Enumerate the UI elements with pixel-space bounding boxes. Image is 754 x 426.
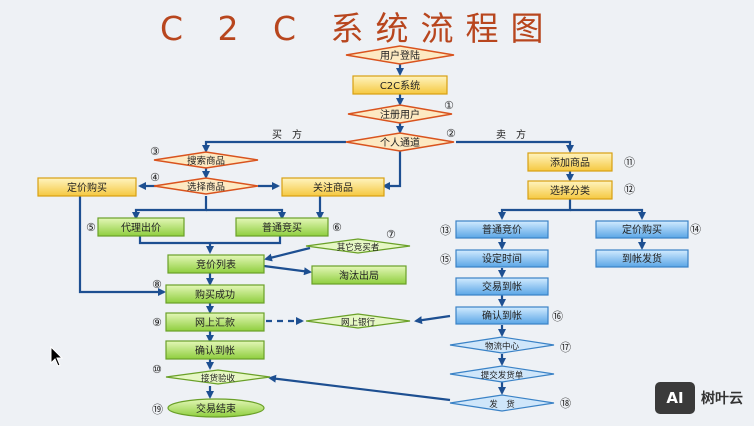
- step-19: ⑲: [152, 403, 163, 416]
- step-5: ⑤: [86, 221, 96, 234]
- node-add-goods: 添加商品: [527, 152, 613, 172]
- node-select-category: 选择分类: [527, 180, 613, 200]
- svg-text:淘汰出局: 淘汰出局: [339, 269, 379, 282]
- step-1: ①: [444, 99, 454, 112]
- node-normal-bid-left: 普通竞买: [235, 217, 329, 237]
- svg-text:定价购买: 定价购买: [622, 223, 662, 236]
- svg-text:其它竞买者: 其它竞买者: [337, 242, 380, 253]
- node-online-remit: 网上汇款: [165, 312, 265, 332]
- node-c2c-system: C2C系统: [352, 75, 448, 95]
- node-set-time: 设定时间: [455, 249, 549, 268]
- node-ship-on-receipt: 到帐发货: [595, 249, 689, 268]
- svg-text:代理出价: 代理出价: [121, 221, 161, 234]
- step-11: ⑪: [624, 156, 635, 169]
- node-fixed-price-buy-right: 定价购买: [595, 220, 689, 239]
- svg-text:关注商品: 关注商品: [313, 181, 353, 194]
- node-register: 注册用户: [347, 104, 453, 124]
- svg-text:C2C系统: C2C系统: [380, 79, 420, 92]
- svg-text:物流中心: 物流中心: [485, 341, 520, 352]
- seller-label: 卖 方: [496, 128, 526, 141]
- step-numbers: ① ② ③ ④ ⑤ ⑥ ⑦ ⑧ ⑨ ⑩ ⑪ ⑫ ⑬ ⑭ ⑮ ⑯ ⑰ ⑱ ⑲: [86, 99, 701, 416]
- svg-text:交易结束: 交易结束: [196, 402, 236, 415]
- svg-text:提交发货单: 提交发货单: [481, 370, 524, 381]
- svg-text:竞价列表: 竞价列表: [196, 258, 236, 271]
- step-8: ⑧: [152, 278, 162, 291]
- connectors: [78, 64, 646, 402]
- node-confirm-receipt-right: 确认到帐: [455, 306, 549, 325]
- svg-text:确认到帐: 确认到帐: [482, 309, 522, 322]
- svg-text:网上汇款: 网上汇款: [195, 316, 235, 329]
- node-normal-bid-right: 普通竞价: [455, 220, 549, 239]
- step-16: ⑯: [552, 310, 563, 323]
- node-search-goods: 搜索商品: [153, 151, 259, 169]
- node-select-goods: 选择商品: [153, 177, 259, 195]
- step-2: ②: [446, 127, 456, 140]
- step-13: ⑬: [440, 224, 451, 237]
- svg-text:接货验收: 接货验收: [201, 373, 236, 384]
- node-eliminated: 淘汰出局: [311, 265, 407, 285]
- node-confirm-receipt-left: 确认到帐: [165, 340, 265, 360]
- step-14: ⑭: [690, 223, 701, 236]
- svg-text:确认到帐: 确认到帐: [195, 344, 235, 357]
- diagram-title: C 2 C 系统流程图: [160, 9, 556, 48]
- step-18: ⑱: [560, 397, 571, 410]
- svg-text:注册用户: 注册用户: [380, 108, 420, 121]
- node-receive-inspect: 接货验收: [165, 369, 271, 385]
- node-online-bank: 网上银行: [305, 313, 411, 329]
- node-submit-shipping: 提交发货单: [449, 365, 555, 383]
- mouse-cursor-icon: [50, 346, 64, 367]
- svg-text:普通竞价: 普通竞价: [482, 223, 522, 236]
- step-6: ⑥: [332, 221, 342, 234]
- node-trade-to-account: 交易到帐: [455, 277, 549, 296]
- svg-text:搜索商品: 搜索商品: [187, 155, 225, 167]
- step-9: ⑨: [152, 316, 162, 329]
- node-logistics-center: 物流中心: [449, 336, 555, 354]
- step-4: ④: [150, 171, 160, 184]
- svg-text:网上银行: 网上银行: [341, 317, 376, 328]
- svg-text:用户登陆: 用户登陆: [380, 49, 420, 62]
- svg-text:普通竞买: 普通竞买: [262, 221, 302, 234]
- node-proxy-bid: 代理出价: [97, 217, 185, 237]
- watermark-text: 树叶云: [701, 391, 743, 407]
- step-3: ③: [150, 145, 160, 158]
- node-fixed-price-buy-left: 定价购买: [37, 177, 137, 197]
- svg-text:选择分类: 选择分类: [550, 184, 590, 197]
- svg-text:到帐发货: 到帐发货: [622, 252, 662, 265]
- node-follow-goods: 关注商品: [281, 177, 385, 197]
- node-ship: 发 货: [449, 394, 555, 412]
- step-7: ⑦: [386, 228, 396, 241]
- watermark-logo-icon: AI: [655, 382, 695, 414]
- svg-text:定价购买: 定价购买: [67, 181, 107, 194]
- svg-text:选择商品: 选择商品: [187, 181, 225, 193]
- step-12: ⑫: [624, 183, 635, 196]
- svg-text:购买成功: 购买成功: [195, 288, 235, 301]
- svg-text:添加商品: 添加商品: [550, 156, 590, 169]
- node-bid-list: 竞价列表: [167, 254, 265, 274]
- buyer-label: 买 方: [272, 128, 302, 141]
- watermark: AI 树叶云: [655, 382, 743, 414]
- step-15: ⑮: [440, 253, 451, 266]
- step-10: ⑩: [152, 363, 162, 376]
- step-17: ⑰: [560, 341, 571, 354]
- node-purchase-success: 购买成功: [165, 284, 265, 304]
- svg-text:交易到帐: 交易到帐: [482, 280, 522, 293]
- node-other-bidders: 其它竞买者: [305, 238, 411, 254]
- svg-text:个人通道: 个人通道: [380, 136, 420, 149]
- svg-text:发 货: 发 货: [489, 399, 515, 410]
- node-trade-end: 交易结束: [167, 398, 265, 418]
- svg-text:设定时间: 设定时间: [482, 252, 522, 265]
- node-personal-channel: 个人通道: [345, 132, 455, 152]
- node-login: 用户登陆: [345, 45, 455, 65]
